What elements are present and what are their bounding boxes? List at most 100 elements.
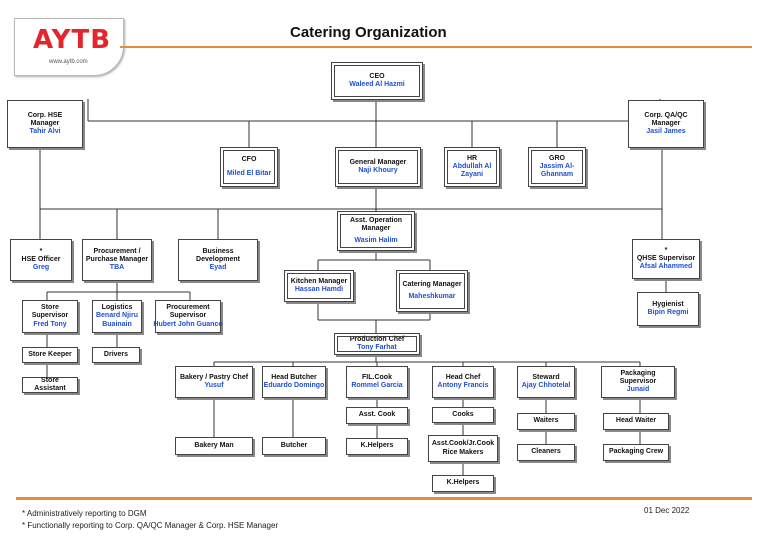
node-title: Logistics bbox=[101, 304, 133, 312]
node-title: Corp. QA/QC Manager bbox=[644, 111, 688, 127]
node-head-butcher: Head Butcher Eduardo Domingo bbox=[262, 366, 326, 398]
node-title: K.Helpers bbox=[446, 479, 480, 487]
node-gro: GRO Jassim Al-Ghannam bbox=[528, 147, 586, 187]
node-bakery-pastry-chef: Bakery / Pastry Chef Yusuf bbox=[175, 366, 253, 398]
node-asst-jr-cook-rice-makers: Asst.Cook/Jr.Cook Rice Makers bbox=[428, 435, 498, 462]
node-cleaners: Cleaners bbox=[517, 444, 575, 461]
node-butcher: Butcher bbox=[262, 437, 326, 455]
node-fil-cook: FIL.Cook Rommel Garcia bbox=[346, 366, 408, 398]
node-title: Head Waiter bbox=[615, 417, 657, 425]
footer-divider bbox=[16, 497, 752, 500]
node-business-development: Business Development Eyad bbox=[178, 239, 258, 281]
page-title: Catering Organization bbox=[290, 24, 447, 41]
node-store-supervisor: Store Supervisor Fred Tony bbox=[22, 300, 78, 333]
node-title: Store Supervisor bbox=[31, 304, 69, 320]
node-asst-cook: Asst. Cook bbox=[346, 407, 408, 424]
node-packaging-crew: Packaging Crew bbox=[603, 444, 669, 461]
node-store-assistant: Store Assistant bbox=[22, 377, 78, 393]
node-title: Cooks bbox=[452, 410, 474, 418]
node-procurement-supervisor: Procurement Supervisor Hubert John Guanc… bbox=[153, 300, 223, 333]
node-title: Head Butcher bbox=[271, 373, 317, 381]
node-kitchen-manager: Kitchen Manager Hassan Hamdi bbox=[284, 270, 354, 302]
node-title: Butcher bbox=[280, 441, 308, 449]
node-title: Store Assistant bbox=[34, 376, 66, 392]
node-store-keeper: Store Keeper bbox=[22, 347, 78, 363]
node-name: Antony Francis bbox=[437, 382, 489, 389]
node-head-waiter: Head Waiter bbox=[603, 413, 669, 430]
node-name: Eduardo Domingo bbox=[263, 382, 325, 389]
node-title: GRO bbox=[549, 154, 565, 162]
node-steward: Steward Ajay Chhotelal bbox=[517, 366, 575, 398]
node-name: TBA bbox=[109, 264, 125, 272]
node-title: Business Development bbox=[196, 247, 240, 263]
header-divider bbox=[120, 46, 752, 48]
asterisk-mark: * bbox=[39, 247, 43, 255]
node-asst-operation-manager: Asst. Operation Manager Wasim Halim bbox=[337, 211, 415, 251]
node-name: Greg bbox=[32, 264, 50, 272]
node-drivers: Drivers bbox=[92, 347, 140, 363]
node-hygienist: Hygienist Bipin Regmi bbox=[637, 292, 699, 326]
node-name: Hubert John Guanco bbox=[153, 320, 223, 328]
node-title: Drivers bbox=[103, 350, 129, 358]
node-title: Head Chef bbox=[445, 373, 481, 381]
asterisk-mark: * bbox=[664, 246, 668, 254]
node-name: Abdullah Al Zayani bbox=[452, 162, 492, 179]
node-title: Store Keeper bbox=[28, 350, 72, 358]
node-name: Waleed Al Hazmi bbox=[349, 81, 405, 88]
node-title: FIL.Cook bbox=[362, 373, 392, 381]
node-title: HSE Officer bbox=[21, 255, 61, 263]
node-qhse-supervisor: * QHSE Supervisor Afsal Ahammed bbox=[632, 239, 700, 279]
node-title: Kitchen Manager bbox=[290, 277, 348, 285]
node-name: Bipin Regmi bbox=[647, 309, 689, 316]
node-title: Packaging Crew bbox=[608, 448, 664, 456]
node-k-helpers: K.Helpers bbox=[346, 438, 408, 455]
node-title: Procurement Supervisor bbox=[166, 304, 210, 320]
logo-text: AYTB bbox=[33, 25, 112, 55]
node-k-helpers-2: K.Helpers bbox=[432, 475, 494, 492]
node-cfo: CFO Miled El Bitar bbox=[220, 147, 278, 187]
node-title: General Manager bbox=[349, 158, 407, 166]
node-title: Asst.Cook/Jr.Cook Rice Makers bbox=[431, 440, 495, 456]
node-title: Bakery / Pastry Chef bbox=[179, 373, 249, 381]
node-title: CEO bbox=[369, 72, 385, 80]
node-name: Tahir Alvi bbox=[29, 128, 61, 136]
node-title: HR bbox=[466, 154, 478, 162]
node-title: Waiters bbox=[533, 417, 559, 425]
node-title: CFO bbox=[241, 155, 257, 163]
node-bakery-man: Bakery Man bbox=[175, 437, 253, 455]
node-corp-qa-qc-manager: Corp. QA/QC Manager Jasil James bbox=[628, 100, 704, 148]
node-name: Naji Khoury bbox=[358, 167, 398, 174]
node-title: Hygienist bbox=[652, 300, 684, 308]
node-name: Benard Njiru Buainain bbox=[95, 312, 138, 328]
node-name: Rommel Garcia bbox=[351, 382, 403, 389]
node-name: Junaid bbox=[626, 386, 650, 394]
node-hr: HR Abdullah Al Zayani bbox=[444, 147, 500, 187]
node-name: Afsal Ahammed bbox=[639, 263, 693, 271]
node-corp-hse-manager: Corp. HSE Manager Tahir Alvi bbox=[7, 100, 83, 148]
node-head-chef: Head Chef Antony Francis bbox=[432, 366, 494, 398]
node-name: Tony Farhat bbox=[357, 344, 397, 351]
node-title: Asst. Cook bbox=[358, 411, 396, 419]
node-name: Fred Tony bbox=[33, 320, 67, 328]
node-name: Jasil James bbox=[646, 128, 686, 136]
node-title: Bakery Man bbox=[194, 441, 234, 449]
node-name: Wasim Halim bbox=[354, 236, 398, 244]
logo-url: www.aytb.com bbox=[49, 59, 88, 65]
node-title: Production Chef bbox=[349, 335, 405, 343]
node-name: Ajay Chhotelal bbox=[521, 382, 571, 389]
node-title: K.Helpers bbox=[360, 442, 394, 450]
node-title: Asst. Operation Manager bbox=[349, 217, 403, 233]
node-general-manager: General Manager Naji Khoury bbox=[335, 147, 421, 187]
node-name: Maheshkumar bbox=[408, 293, 456, 300]
node-production-chef: Production Chef Tony Farhat bbox=[334, 333, 420, 355]
node-title: Procurement / Purchase Manager bbox=[85, 247, 149, 263]
node-name: Jassim Al-Ghannam bbox=[539, 162, 575, 179]
node-waiters: Waiters bbox=[517, 413, 575, 430]
node-logistics: Logistics Benard Njiru Buainain bbox=[92, 300, 142, 333]
node-hse-officer: * HSE Officer Greg bbox=[10, 239, 72, 281]
node-title: QHSE Supervisor bbox=[636, 254, 696, 262]
company-logo: AYTB www.aytb.com bbox=[14, 18, 124, 76]
node-title: Steward bbox=[532, 373, 560, 381]
node-title: Cleaners bbox=[531, 448, 561, 456]
